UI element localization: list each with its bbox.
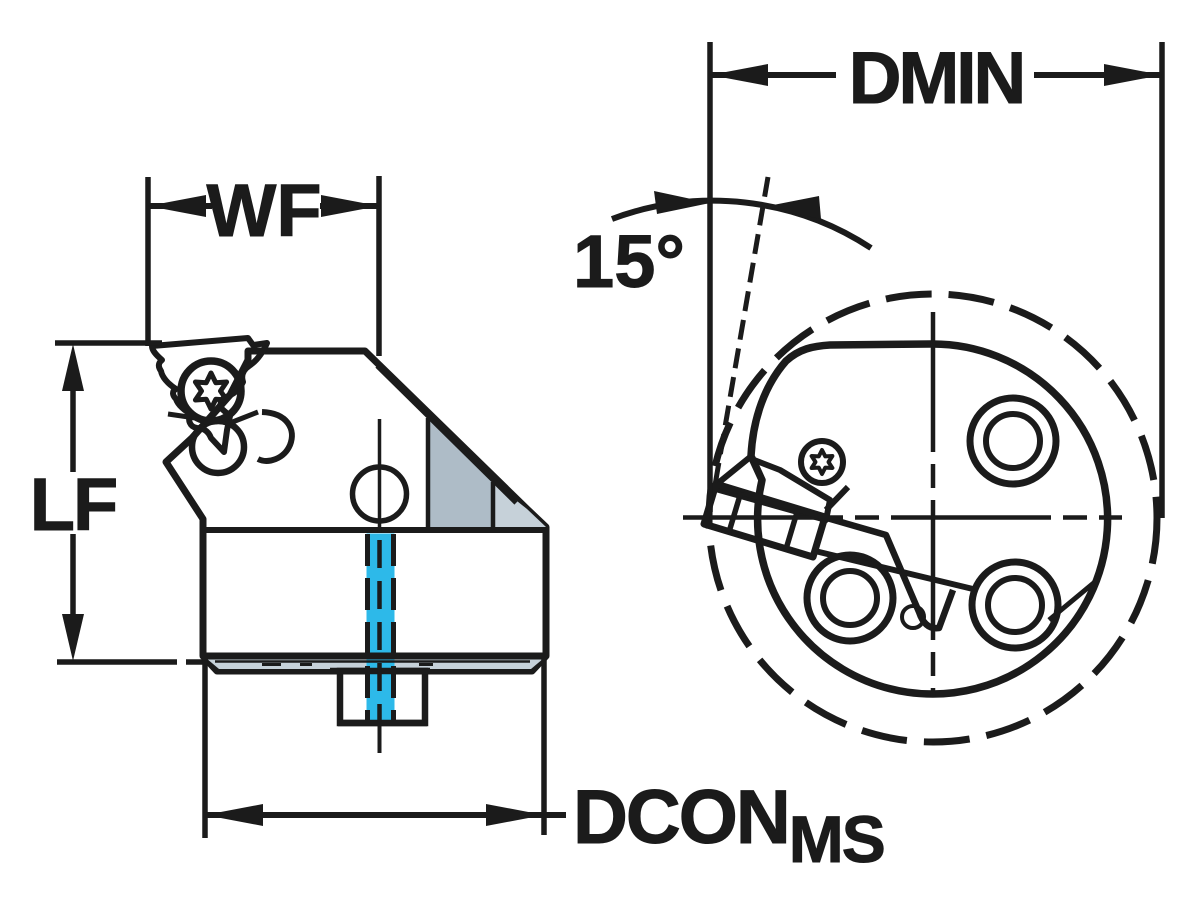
pocket-bottom-line xyxy=(814,548,974,592)
cartridge-body xyxy=(700,480,829,561)
insert-pocket xyxy=(814,484,974,632)
bolt-hole-lower-inner xyxy=(985,575,1045,635)
angle-arrow-left xyxy=(654,191,710,214)
cartridge xyxy=(700,480,829,561)
dcon-label-main: DCON xyxy=(573,775,789,860)
bolt-hole-lower xyxy=(968,558,1062,652)
coolant-hole-dot xyxy=(900,604,926,630)
bolt-hole-upper xyxy=(966,394,1060,488)
cartridge-torx-icon xyxy=(809,448,835,476)
lf-dimension: LF xyxy=(29,340,206,665)
lf-label: LF xyxy=(30,463,116,546)
wf-label: WF xyxy=(206,169,321,252)
wf-arrow-right xyxy=(321,195,379,217)
angle-label: 15° xyxy=(573,220,685,303)
dcon-arrow-left xyxy=(205,804,263,826)
dcon-label-subscript: MS xyxy=(789,802,884,876)
end-body-disc xyxy=(747,340,1112,698)
insert-screw-ring xyxy=(177,357,245,425)
side-hole xyxy=(349,464,410,524)
side-view xyxy=(149,335,550,753)
bolt-hole-upper-inner xyxy=(983,411,1043,471)
angle-arrow-right xyxy=(763,196,821,219)
bolt-hole-left-inner xyxy=(820,568,880,628)
wf-arrow-left xyxy=(148,195,206,217)
lf-arrow-up xyxy=(62,344,84,391)
dmin-dimension: DMIN xyxy=(707,38,1165,518)
slot-dashed-lines xyxy=(365,419,396,753)
wf-dimension: WF xyxy=(145,169,382,356)
clamp-finger-curl xyxy=(256,409,295,464)
end-view xyxy=(683,290,1161,746)
lf-arrow-down xyxy=(62,614,84,661)
pocket-screw-link xyxy=(823,484,851,513)
cartridge-screw-ring xyxy=(798,438,846,486)
end-view-centerlines xyxy=(683,312,1122,697)
cartridge-joint-1 xyxy=(726,491,744,533)
insert-facet-line xyxy=(167,409,259,426)
body-chamfer-line xyxy=(1047,579,1098,622)
dmin-arrow-left xyxy=(710,64,768,86)
bolt-holes xyxy=(803,394,1098,652)
dmin-arrow-right xyxy=(1104,64,1162,86)
dmin-label: DMIN xyxy=(849,38,1024,119)
dimensions: WF LF DMIN 15° xyxy=(29,38,1165,877)
dcon-label: DCONMS xyxy=(573,775,884,876)
threading-insert xyxy=(149,335,270,455)
angle-dimension: 15° xyxy=(573,176,873,492)
pocket-notch xyxy=(826,514,957,632)
torx-screw-icon xyxy=(192,370,230,412)
angle-construction-line xyxy=(711,176,771,492)
bolt-hole-left xyxy=(803,551,897,645)
dcon-arrow-right xyxy=(486,804,544,826)
cartridge-joint-2 xyxy=(783,508,801,550)
body-interior-lines xyxy=(203,364,546,727)
dcon-dimension: DCONMS xyxy=(202,658,886,877)
head-facet-dark xyxy=(428,418,493,528)
angle-arc xyxy=(610,197,873,251)
